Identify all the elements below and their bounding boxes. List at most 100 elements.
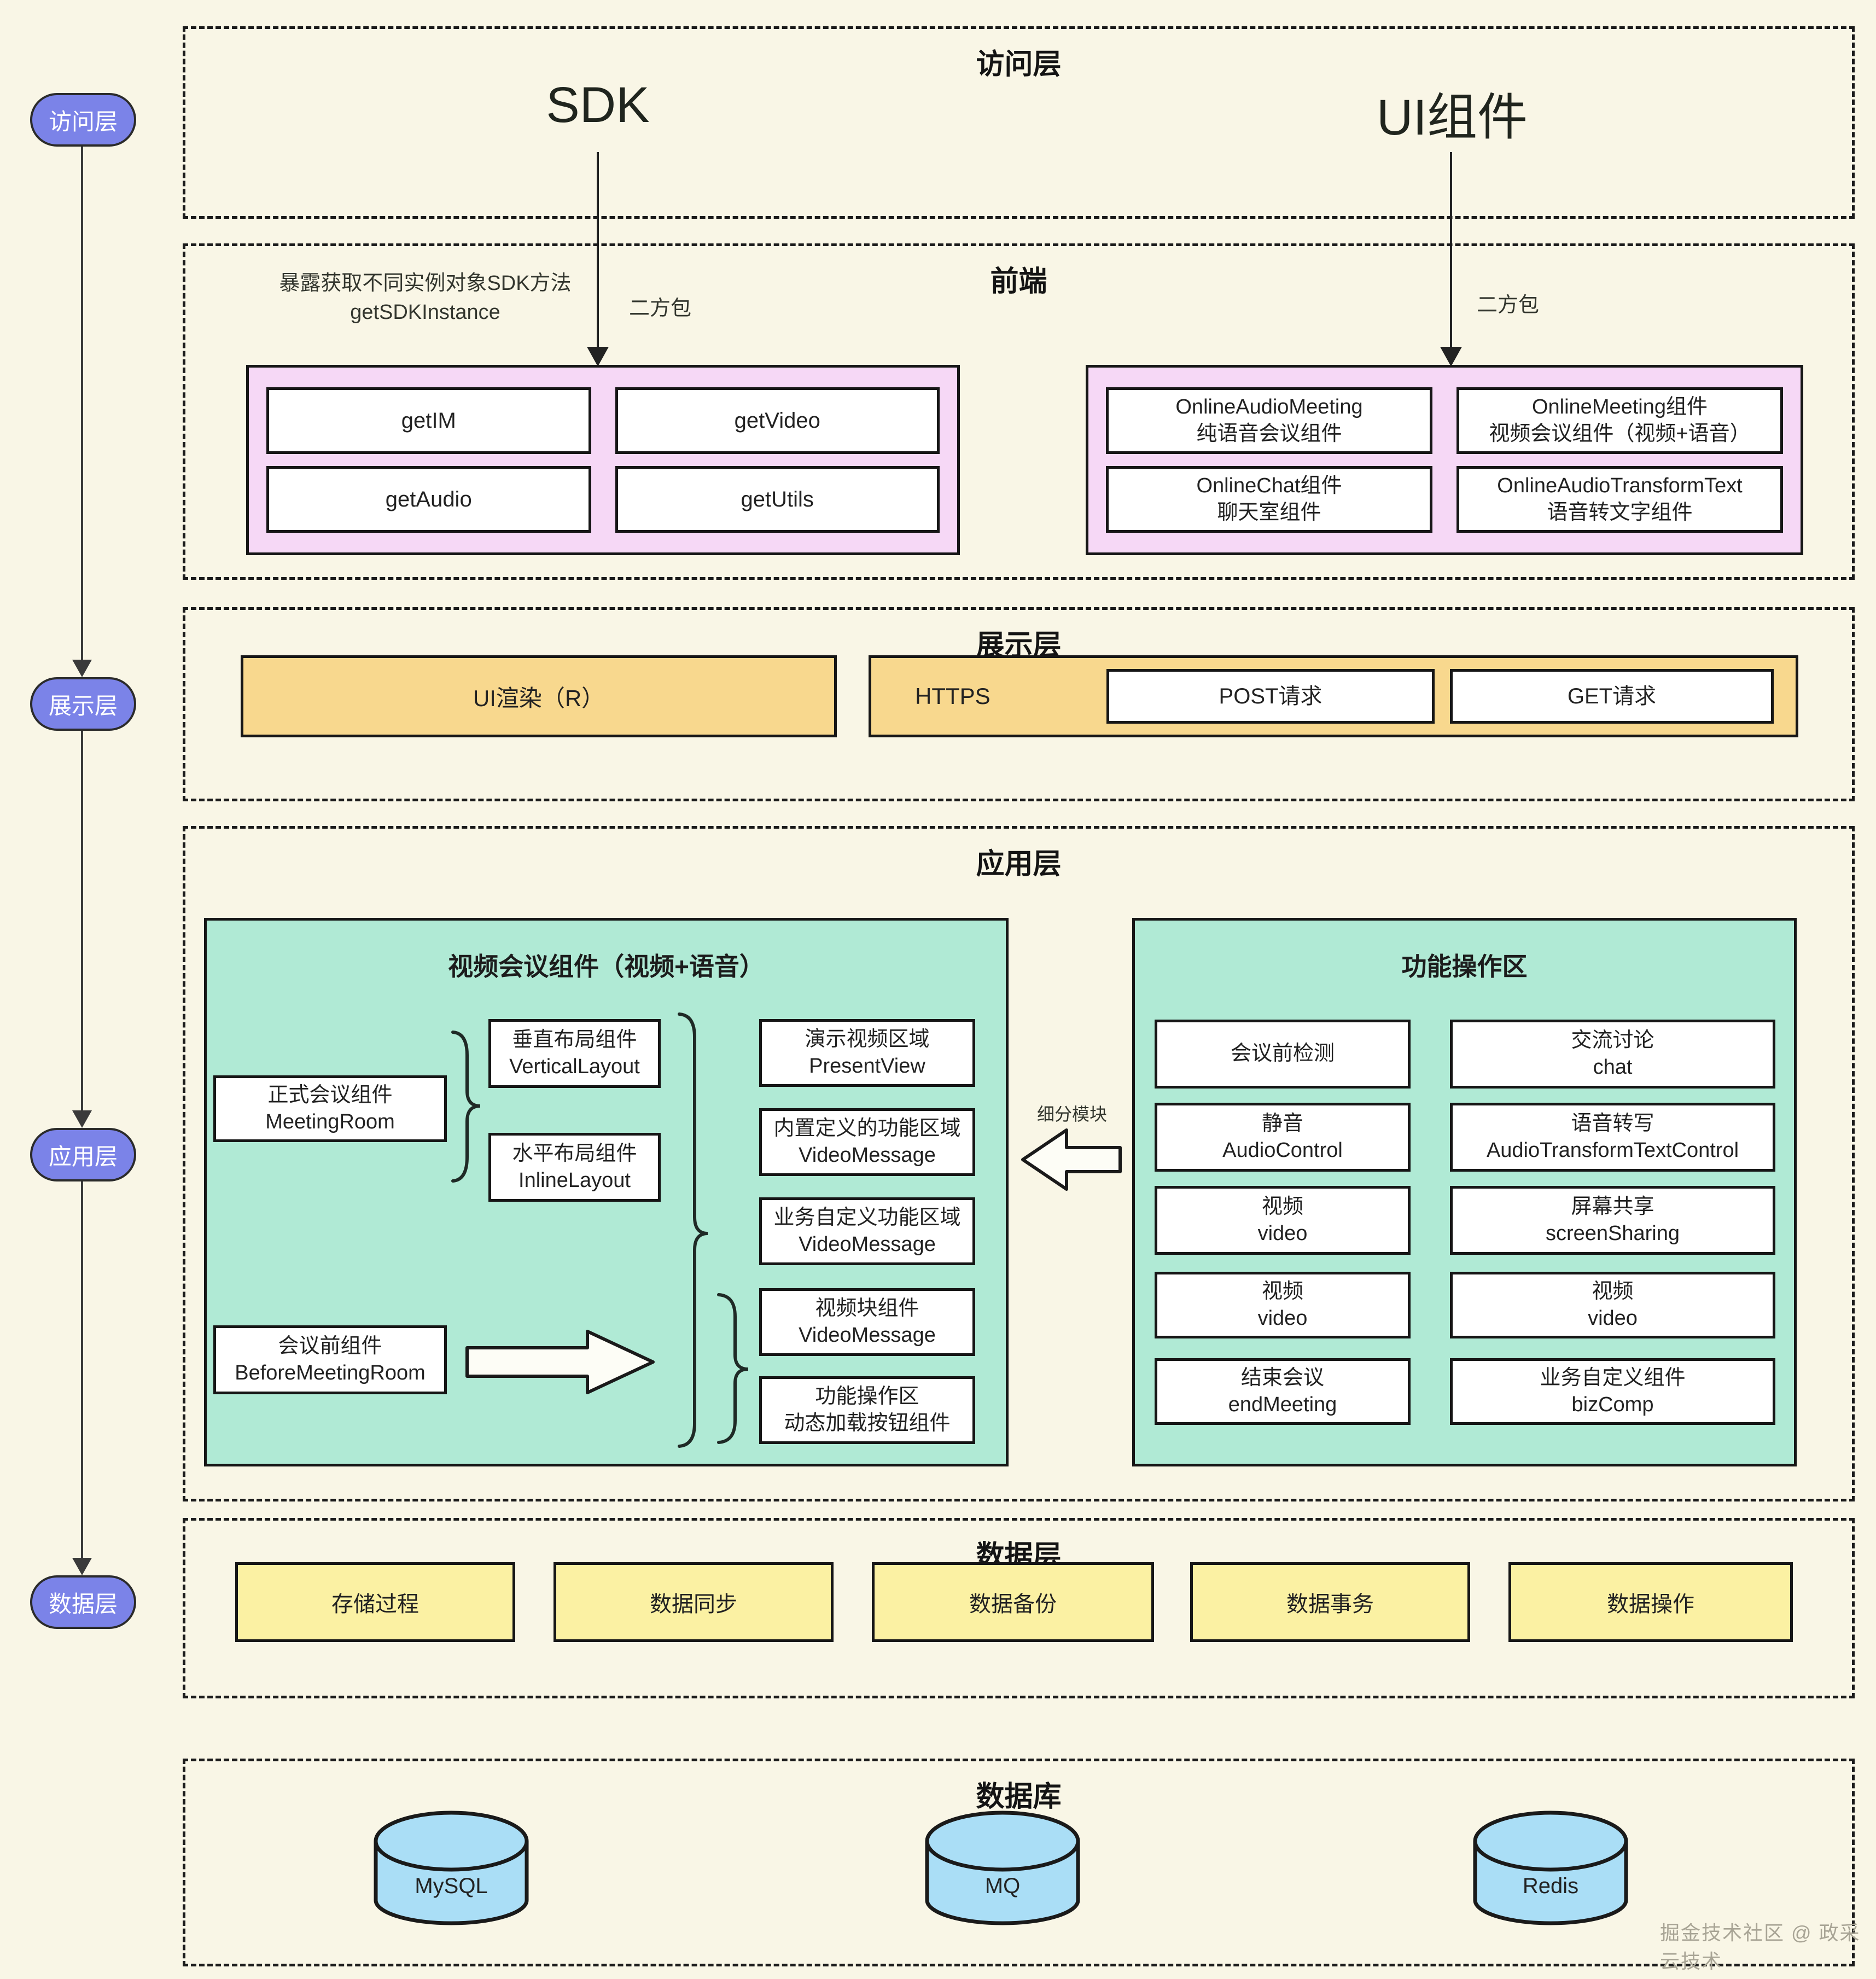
mysql-cylinder: MySQL: [372, 1809, 531, 1927]
component-desc: 视频会议组件（视频+语音）: [1489, 422, 1751, 445]
cell-line1: 屏幕共享: [1571, 1195, 1654, 1218]
section-title: 前端: [990, 266, 1047, 298]
rail-badge-label: 应用层: [48, 1143, 118, 1169]
arrow-down-icon: [1440, 347, 1462, 366]
cell-line2: endMeeting: [1228, 1393, 1337, 1416]
box-line2: 动态加载按钮组件: [784, 1412, 951, 1435]
box-line1: 功能操作区: [815, 1384, 919, 1408]
box-line1: 业务自定义功能区域: [773, 1206, 961, 1229]
inline-layout-box: 水平布局组件 InlineLayout: [488, 1133, 661, 1202]
post-request-box: POST请求: [1106, 669, 1435, 724]
panel-title: 视频会议组件（视频+语音）: [448, 952, 765, 981]
ui-render-label: UI渲染（R）: [473, 685, 605, 711]
sdk-method-label: getUtils: [741, 487, 814, 511]
post-request-label: POST请求: [1219, 684, 1322, 708]
box-line1: 演示视频区域: [805, 1027, 930, 1051]
box-line1: 会议前组件: [278, 1334, 382, 1358]
section-access-layer: 访问层: [183, 26, 1855, 219]
panel-title: 功能操作区: [1401, 952, 1528, 981]
func-cell: 静音 AudioControl: [1155, 1103, 1411, 1172]
sdk-methods-container: getIM getVideo getAudio getUtils: [246, 365, 960, 555]
func-cell: 视频 video: [1450, 1272, 1775, 1338]
box-line1: 内置定义的功能区域: [773, 1116, 961, 1140]
func-cell: 屏幕共享 screenSharing: [1450, 1186, 1775, 1255]
data-box-label: 数据备份: [969, 1592, 1057, 1616]
get-request-box: GET请求: [1450, 669, 1774, 724]
ui-component-box: OnlineMeeting组件 视频会议组件（视频+语音）: [1456, 387, 1783, 454]
data-box-label: 数据事务: [1286, 1592, 1374, 1616]
rail-badge-display: 展示层: [30, 677, 136, 731]
video-meeting-panel: 视频会议组件（视频+语音） 正式会议组件 MeetingRoom 垂直布局组件 …: [204, 918, 1009, 1466]
component-desc: 纯语音会议组件: [1196, 422, 1342, 445]
mq-cylinder: MQ: [923, 1809, 1082, 1927]
func-cell: 业务自定义组件 bizComp: [1450, 1358, 1775, 1425]
package-label: 二方包: [629, 297, 692, 320]
cell-line1: 静音: [1261, 1111, 1303, 1135]
rail-badge-access: 访问层: [30, 93, 136, 147]
video-block-box: 视频块组件 VideoMessage: [759, 1288, 975, 1356]
box-line2: MeetingRoom: [265, 1110, 395, 1133]
sdk-method-box: getUtils: [615, 466, 940, 533]
cell-line2: video: [1588, 1307, 1638, 1330]
box-line2: VerticalLayout: [509, 1055, 640, 1078]
block-arrow-right-icon: [465, 1330, 655, 1394]
cell-line1: 视频: [1592, 1279, 1634, 1303]
function-area-panel: 功能操作区 会议前检测 交流讨论 chat 静音 AudioControl 语音…: [1132, 918, 1797, 1466]
ui-component-box: OnlineChat组件 聊天室组件: [1106, 466, 1432, 533]
sdk-method-box: getAudio: [266, 466, 591, 533]
cylinder-label: MySQL: [415, 1874, 488, 1898]
database-cylinder-icon: [374, 1811, 529, 1925]
database-cylinder-icon: [1473, 1811, 1628, 1925]
sdk-label: SDK: [546, 77, 650, 133]
func-cell: 视频 video: [1155, 1186, 1411, 1255]
data-box: 数据操作: [1508, 1562, 1793, 1642]
builtin-area-box: 内置定义的功能区域 VideoMessage: [759, 1108, 975, 1176]
custom-area-box: 业务自定义功能区域 VideoMessage: [759, 1197, 975, 1265]
sdk-note-line2: getSDKInstance: [350, 301, 500, 324]
ui-render-box: UI渲染（R）: [241, 655, 837, 737]
box-line2: VideoMessage: [799, 1324, 936, 1347]
section-database: 数据库: [183, 1759, 1855, 1966]
cell-line1: 视频: [1261, 1195, 1303, 1218]
ui-component-box: OnlineAudioTransformText 语音转文字组件: [1456, 466, 1783, 533]
ui-component-box: OnlineAudioMeeting 纯语音会议组件: [1106, 387, 1432, 454]
redis-cylinder: Redis: [1471, 1809, 1630, 1927]
section-application-layer: 应用层: [183, 826, 1855, 1501]
cell-line2: chat: [1593, 1056, 1633, 1079]
cell-line1: 业务自定义组件: [1540, 1366, 1686, 1389]
cell-line1: 语音转写: [1571, 1111, 1654, 1135]
sdk-method-label: getVideo: [734, 409, 820, 433]
sdk-method-label: getIM: [401, 409, 456, 433]
component-desc: 聊天室组件: [1217, 501, 1321, 524]
brace-icon: [451, 1031, 481, 1183]
sdk-note-line1: 暴露获取不同实例对象SDK方法: [279, 272, 572, 295]
https-box: HTTPS POST请求 GET请求: [869, 655, 1798, 737]
rail-badge-label: 展示层: [48, 692, 118, 719]
arrow-down-icon: [72, 660, 92, 677]
cylinder-label: MQ: [984, 1874, 1021, 1898]
before-meeting-room-box: 会议前组件 BeforeMeetingRoom: [213, 1325, 447, 1394]
ui-components-container: OnlineAudioMeeting 纯语音会议组件 OnlineMeeting…: [1086, 365, 1803, 555]
component-desc: 语音转文字组件: [1547, 501, 1693, 524]
cell-line1: 交流讨论: [1571, 1028, 1654, 1052]
component-name: OnlineAudioMeeting: [1175, 395, 1363, 418]
connector-line: [597, 152, 599, 349]
section-title: 访问层: [976, 49, 1062, 80]
component-name: OnlineMeeting组件: [1531, 395, 1708, 418]
arrow-down-icon: [72, 1558, 92, 1575]
rail-badge-label: 访问层: [48, 108, 118, 135]
sdk-method-box: getVideo: [615, 387, 940, 454]
func-cell: 视频 video: [1155, 1272, 1411, 1338]
component-name: OnlineChat组件: [1196, 474, 1342, 497]
cell-line1: 会议前检测: [1230, 1042, 1335, 1066]
box-line1: 正式会议组件: [267, 1083, 393, 1107]
box-line1: 水平布局组件: [512, 1142, 637, 1165]
data-box: 数据备份: [872, 1562, 1154, 1642]
cell-line2: screenSharing: [1545, 1222, 1680, 1245]
box-line1: 垂直布局组件: [512, 1028, 637, 1051]
data-box: 数据事务: [1190, 1562, 1470, 1642]
box-line2: VideoMessage: [799, 1144, 936, 1167]
https-label: HTTPS: [915, 683, 991, 709]
section-title: 数据库: [976, 1781, 1062, 1813]
get-request-label: GET请求: [1567, 684, 1657, 708]
